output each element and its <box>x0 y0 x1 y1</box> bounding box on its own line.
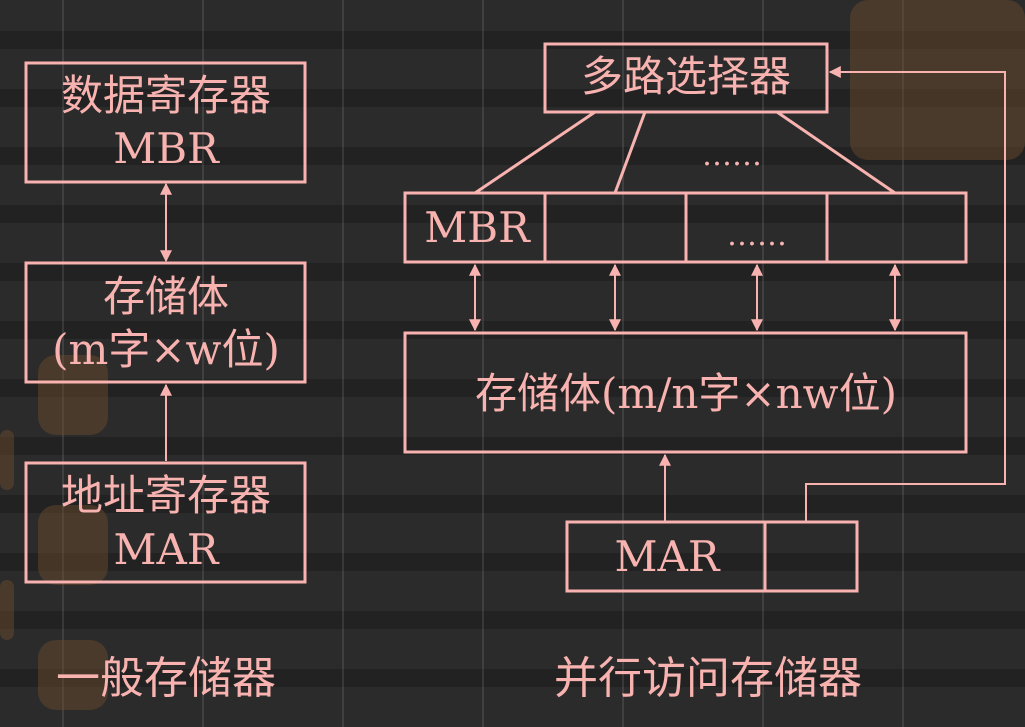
address-register-abbr: MAR <box>114 525 220 574</box>
mbr-cell-label: MBR <box>424 203 531 252</box>
parallel-memory-body-label: 存储体(m/n字×nw位) <box>475 369 897 418</box>
mar-to-mux-select-path <box>805 66 1006 522</box>
data-register-abbr: MBR <box>113 124 220 173</box>
data-register-label: 数据寄存器 <box>61 71 271 120</box>
seal-watermark-left-1 <box>38 355 108 435</box>
parallel-memory-diagram: 多路选择器 …… MBR …… 存储体(m/n字×nw位) <box>403 42 1006 704</box>
mux-link-1 <box>474 110 596 195</box>
memory-body-box: 存储体 (m字×w位) <box>24 261 307 384</box>
parallel-mar-label: MAR <box>615 532 721 581</box>
seal-watermark-edge-2 <box>0 580 14 640</box>
seal-watermark-left-3 <box>38 640 108 710</box>
memory-body-label: 存储体 <box>103 272 229 321</box>
seal-watermark-edge-1 <box>0 430 14 490</box>
mbr-row: MBR …… <box>403 191 968 264</box>
multiplexer-box: 多路选择器 <box>543 42 829 114</box>
seal-watermark-top-right <box>850 0 1025 160</box>
seal-watermark-left-2 <box>38 505 108 585</box>
memory-body-size: (m字×w位) <box>52 325 280 374</box>
mux-link-4 <box>776 110 896 195</box>
general-memory-diagram: 数据寄存器 MBR 存储体 (m字×w位) 地址寄存器 MAR 一般存储器 <box>24 61 307 704</box>
mux-link-2 <box>613 111 647 194</box>
data-register-box: 数据寄存器 MBR <box>24 61 307 184</box>
parallel-mar-box: MAR <box>565 520 859 593</box>
mux-links-ellipsis: …… <box>702 138 762 173</box>
multiplexer-label: 多路选择器 <box>581 52 791 101</box>
parallel-memory-body-box: 存储体(m/n字×nw位) <box>403 331 968 454</box>
mbr-cell-ellipsis: …… <box>727 218 787 253</box>
address-register-box: 地址寄存器 MAR <box>24 461 307 584</box>
address-register-label: 地址寄存器 <box>61 471 271 520</box>
parallel-memory-caption: 并行访问存储器 <box>554 653 862 704</box>
general-memory-caption: 一般存储器 <box>56 653 276 704</box>
